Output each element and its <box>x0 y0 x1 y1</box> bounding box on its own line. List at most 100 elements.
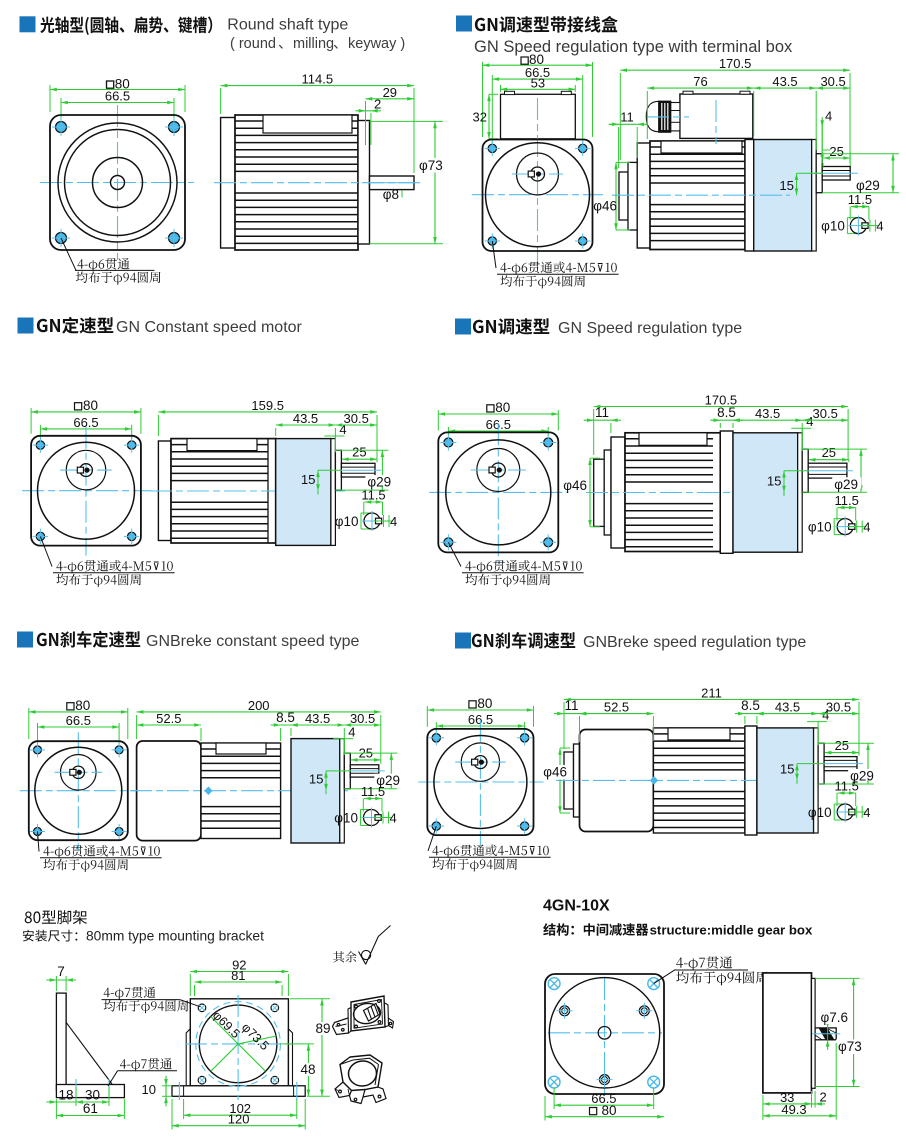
svg-text:25: 25 <box>829 144 843 159</box>
svg-text:φ29: φ29 <box>856 178 880 193</box>
svg-text:170.5: 170.5 <box>719 56 752 71</box>
svg-text:15: 15 <box>779 178 794 193</box>
svg-text:φ8: φ8 <box>383 187 399 202</box>
svg-text:66.5: 66.5 <box>525 65 550 80</box>
svg-text:φ10: φ10 <box>335 514 359 529</box>
svg-text:8.5: 8.5 <box>741 698 760 713</box>
svg-text:30.5: 30.5 <box>350 711 375 726</box>
svg-text:30.5: 30.5 <box>826 700 851 715</box>
svg-text:φ7.6: φ7.6 <box>821 1010 849 1025</box>
svg-text:170.5: 170.5 <box>705 393 738 408</box>
svg-text:25: 25 <box>352 445 366 460</box>
svg-text:52.5: 52.5 <box>604 700 629 715</box>
svg-text:92: 92 <box>232 958 246 973</box>
svg-text:89: 89 <box>315 1021 330 1036</box>
svg-text:structure:middle gear box: structure:middle gear box <box>650 923 813 938</box>
svg-text:25: 25 <box>835 738 849 753</box>
svg-text:30: 30 <box>85 1088 100 1103</box>
svg-text:30.5: 30.5 <box>813 406 838 421</box>
svg-text:φ46: φ46 <box>593 199 617 214</box>
svg-text:4: 4 <box>339 422 346 437</box>
svg-text:11: 11 <box>595 405 609 420</box>
svg-text:4: 4 <box>348 725 355 740</box>
svg-text:φ29: φ29 <box>376 773 400 788</box>
svg-text:53: 53 <box>531 75 545 90</box>
svg-text:18: 18 <box>58 1088 73 1103</box>
svg-text:159.5: 159.5 <box>251 398 284 413</box>
svg-text:φ29: φ29 <box>367 475 391 490</box>
svg-text:GNBreke speed regulation type: GNBreke speed regulation type <box>583 634 806 651</box>
svg-text:11.5: 11.5 <box>361 784 385 799</box>
svg-text:66.5: 66.5 <box>73 415 98 430</box>
svg-text:4: 4 <box>806 414 813 429</box>
svg-text:keyway ): keyway ) <box>348 36 405 52</box>
svg-text:φ29: φ29 <box>834 477 858 492</box>
svg-text:76: 76 <box>693 74 707 89</box>
svg-text:φ10: φ10 <box>808 805 832 820</box>
svg-text:80: 80 <box>601 1103 616 1118</box>
svg-text:4: 4 <box>390 514 397 529</box>
svg-text:10: 10 <box>142 1082 156 1097</box>
svg-text:52.5: 52.5 <box>156 711 181 726</box>
svg-text:25: 25 <box>822 445 836 460</box>
svg-text:φ10: φ10 <box>334 810 358 825</box>
svg-text:7: 7 <box>57 964 65 979</box>
svg-text:43.5: 43.5 <box>755 406 780 421</box>
svg-text:4: 4 <box>390 810 397 825</box>
svg-text:30.5: 30.5 <box>820 74 845 89</box>
svg-text:66.5: 66.5 <box>591 1091 616 1106</box>
svg-text:8.5: 8.5 <box>717 405 736 420</box>
svg-text:66.5: 66.5 <box>66 713 91 728</box>
svg-text:4: 4 <box>863 805 870 820</box>
svg-text:φ10: φ10 <box>808 519 832 534</box>
svg-text:milling: milling <box>293 36 334 52</box>
svg-text:66.5: 66.5 <box>468 712 493 727</box>
svg-text:φ73: φ73 <box>838 1039 862 1054</box>
svg-text:φ29: φ29 <box>850 769 874 784</box>
svg-text:11.5: 11.5 <box>361 488 385 503</box>
svg-text:30.5: 30.5 <box>344 411 369 426</box>
svg-text:80: 80 <box>75 698 90 713</box>
svg-text:29: 29 <box>383 85 397 100</box>
svg-text:61: 61 <box>83 1101 98 1116</box>
svg-text:2: 2 <box>820 1090 827 1105</box>
svg-text:15: 15 <box>309 772 324 787</box>
svg-text:11.5: 11.5 <box>835 779 859 794</box>
svg-text:80: 80 <box>529 52 544 67</box>
svg-text:32: 32 <box>473 110 487 125</box>
svg-text:φ46: φ46 <box>563 478 587 493</box>
svg-text:80: 80 <box>115 76 130 91</box>
svg-text:81: 81 <box>231 968 245 983</box>
svg-text:211: 211 <box>701 686 722 701</box>
svg-text:114.5: 114.5 <box>302 72 334 87</box>
svg-text:φ10: φ10 <box>821 218 845 233</box>
svg-text:GNBreke constant speed type: GNBreke constant speed type <box>146 633 360 650</box>
svg-text:GN Speed regulation type with: GN Speed regulation type with terminal b… <box>474 38 793 56</box>
svg-text:4: 4 <box>876 218 883 233</box>
svg-text:11: 11 <box>620 110 634 125</box>
svg-text:48: 48 <box>300 1062 315 1077</box>
svg-text:80: 80 <box>495 400 510 415</box>
svg-text:49.3: 49.3 <box>781 1102 806 1117</box>
svg-text:8.5: 8.5 <box>276 710 295 725</box>
svg-text:φ46: φ46 <box>543 765 567 780</box>
svg-text:4: 4 <box>822 708 829 723</box>
svg-text:15: 15 <box>301 472 316 487</box>
svg-text:GN Speed regulation type: GN Speed regulation type <box>558 320 742 337</box>
svg-text:102: 102 <box>229 1101 251 1116</box>
svg-text:Round shaft type: Round shaft type <box>227 17 348 34</box>
svg-text:33: 33 <box>780 1090 794 1105</box>
svg-text:11.5: 11.5 <box>848 192 872 207</box>
svg-text:43.5: 43.5 <box>772 74 797 89</box>
svg-text:4: 4 <box>825 109 832 124</box>
svg-text:43.5: 43.5 <box>775 700 800 715</box>
svg-text:11: 11 <box>564 698 578 713</box>
svg-text:80: 80 <box>83 398 98 413</box>
svg-text:φ73: φ73 <box>419 158 443 173</box>
svg-text:80mm type mounting bracket: 80mm type mounting bracket <box>86 929 264 944</box>
svg-text:200: 200 <box>248 698 270 713</box>
svg-text:( round: ( round <box>230 36 276 52</box>
svg-text:15: 15 <box>780 761 795 776</box>
svg-text:2: 2 <box>374 97 381 112</box>
svg-text:GN Constant speed motor: GN Constant speed motor <box>116 319 303 336</box>
